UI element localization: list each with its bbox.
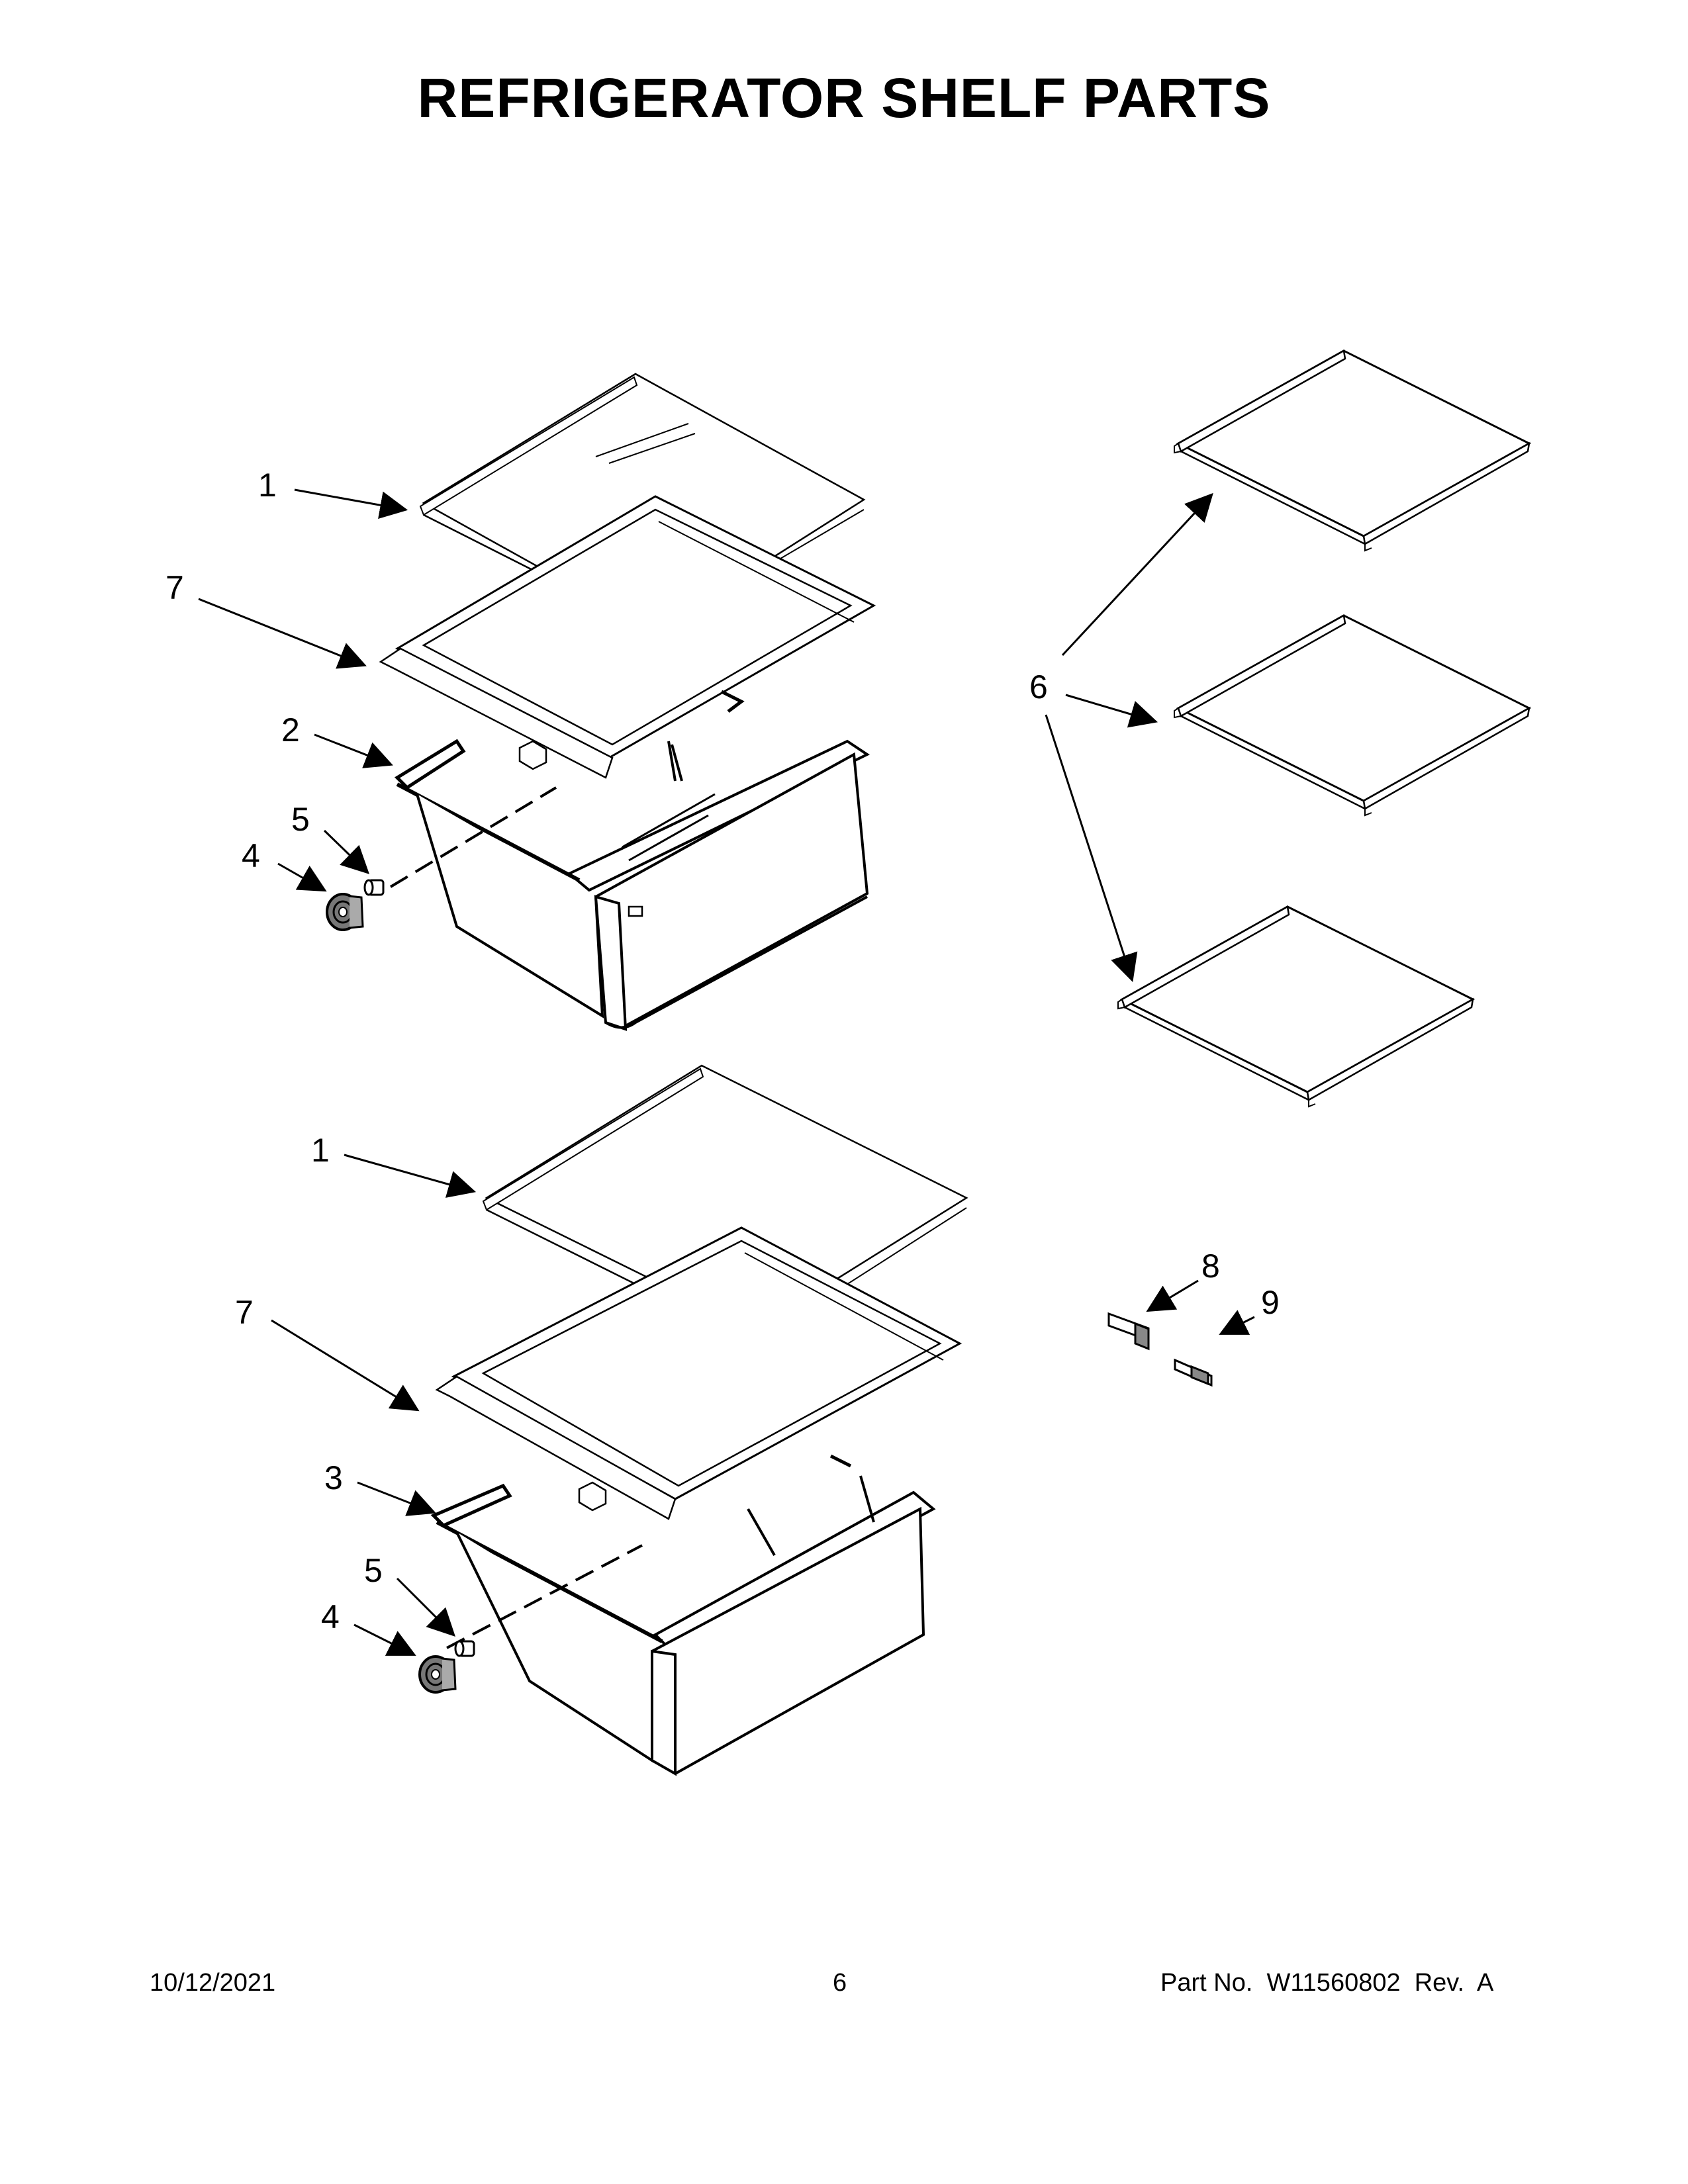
lower-pin-icon xyxy=(454,1640,475,1657)
shelf-panel-bottom xyxy=(1117,905,1474,1108)
footer-page-number: 6 xyxy=(833,1969,847,1997)
upper-pin-icon xyxy=(363,879,385,896)
clip-part-9 xyxy=(1174,1358,1213,1387)
callout-lower-glass: 1 xyxy=(311,1132,330,1169)
upper-shelf-frame xyxy=(379,495,876,779)
callout-numbers: 1 7 2 5 4 6 1 7 3 5 4 8 9 xyxy=(165,467,1280,1635)
callout-upper-drawer: 2 xyxy=(281,711,300,749)
callout-upper-pin: 5 xyxy=(291,801,310,838)
callout-lower-wheel: 4 xyxy=(321,1598,340,1635)
leader-lines xyxy=(198,488,1255,1656)
shelf-panel-middle xyxy=(1173,614,1530,817)
callout-lower-pin: 5 xyxy=(364,1552,383,1589)
callout-clip-9: 9 xyxy=(1261,1284,1280,1321)
callout-lower-drawer: 3 xyxy=(324,1459,343,1496)
footer-date: 10/12/2021 xyxy=(150,1969,276,1997)
lower-shelf-frame xyxy=(435,1226,962,1520)
page-title: REFRIGERATOR SHELF PARTS xyxy=(417,67,1271,129)
upper-wheel-icon xyxy=(326,893,364,931)
callout-clip-8: 8 xyxy=(1201,1248,1220,1285)
lower-wheel-icon xyxy=(418,1655,457,1694)
clip-part-8 xyxy=(1107,1312,1150,1351)
shelf-panel-top xyxy=(1173,349,1530,552)
callout-upper-frame: 7 xyxy=(165,569,184,606)
footer-part-number: Part No. W11560802 Rev. A xyxy=(1160,1969,1494,1997)
lower-crisper-drawer xyxy=(430,1454,936,1776)
callout-upper-wheel: 4 xyxy=(242,837,260,874)
upper-crisper-drawer xyxy=(389,690,870,1031)
callout-upper-glass: 1 xyxy=(258,467,277,504)
callout-lower-frame: 7 xyxy=(235,1294,254,1331)
callout-shelf: 6 xyxy=(1029,668,1048,705)
